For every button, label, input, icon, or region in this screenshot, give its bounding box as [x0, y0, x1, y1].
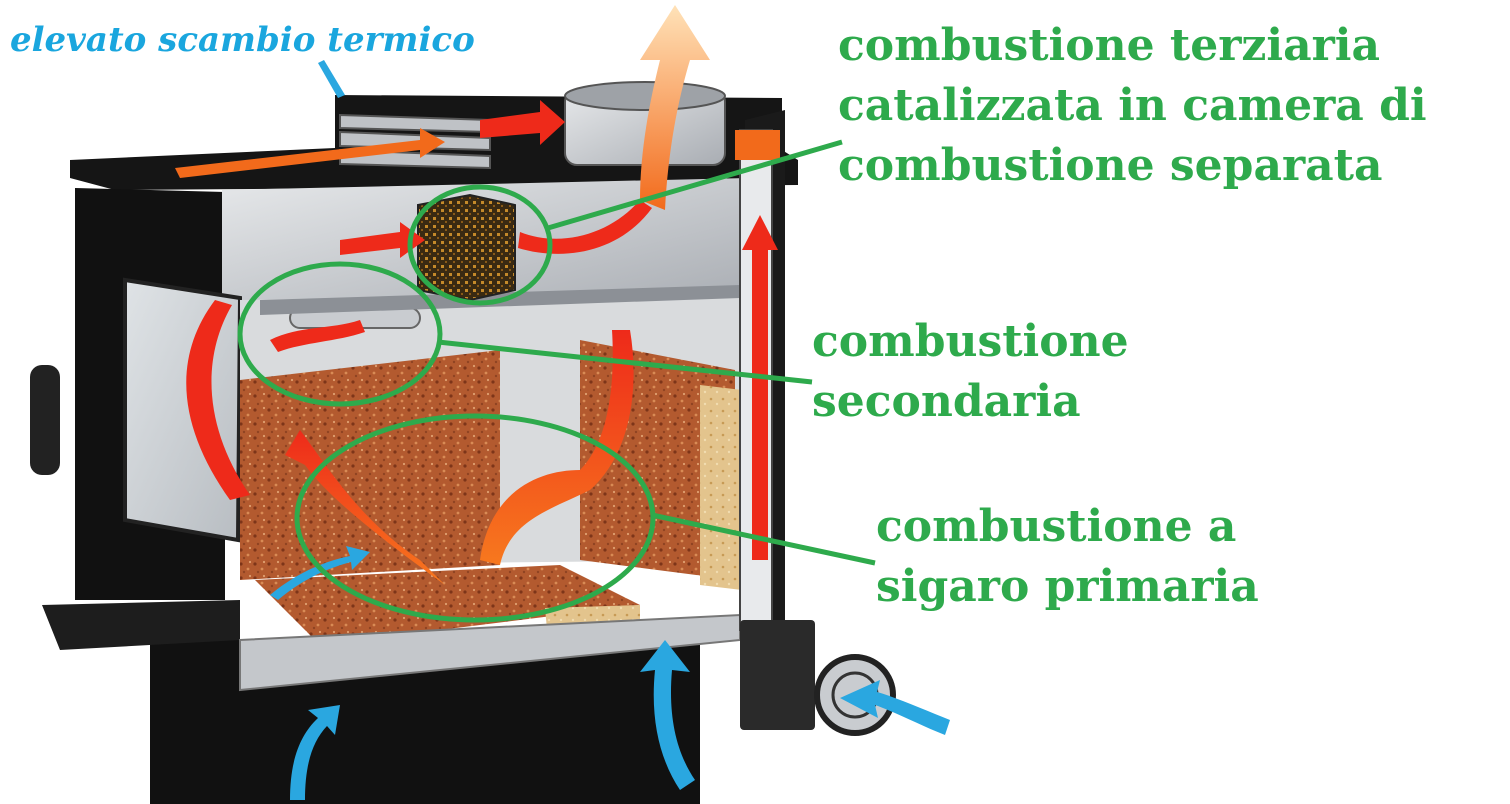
rear-flame-up — [742, 215, 778, 560]
insulation-panel — [700, 385, 742, 590]
label-tertiary-combustion: combustione terziaria catalizzata in cam… — [838, 16, 1427, 196]
cold-air-flows — [270, 60, 950, 800]
ash-lip — [42, 600, 240, 650]
label-heat-exchange-text: elevato scambio termico — [10, 20, 475, 60]
hearth-floor — [255, 565, 640, 645]
callout-leader-tertiary — [547, 139, 843, 231]
flue-collar-top — [564, 81, 726, 111]
air-inlet-damper — [840, 680, 950, 735]
label-secondary-line1: combustione — [812, 316, 1129, 367]
heat-exchange-flow — [480, 100, 565, 145]
label-primary-line2: sigaro primaria — [876, 561, 1259, 612]
hot-gas-flows — [175, 5, 780, 585]
firebrick-left — [240, 350, 500, 580]
rear-flame-top — [735, 130, 780, 160]
label-tertiary-line1: combustione terziaria — [838, 20, 1381, 71]
air-intake-housing — [740, 620, 815, 730]
side-flame-left — [186, 300, 250, 500]
secondary-flame — [270, 320, 365, 352]
primary-air-jet — [270, 546, 370, 600]
primary-flame-right — [480, 330, 634, 565]
callout-ellipse-tertiary — [407, 184, 553, 306]
callout-leader-primary — [651, 512, 876, 566]
callout-ellipse-secondary — [237, 261, 443, 407]
catalytic-converter — [417, 193, 516, 302]
callouts — [237, 139, 876, 623]
label-heat-exchange: elevato scambio termico — [10, 18, 475, 62]
callout-leader-secondary — [437, 339, 813, 385]
callout-ellipse-primary — [294, 413, 656, 623]
heat-exchange-pointer — [318, 60, 345, 98]
primary-flame-left — [285, 430, 445, 585]
door-handle — [30, 365, 60, 475]
label-secondary-line2: secondaria — [812, 376, 1081, 427]
label-tertiary-line2: catalizzata in camera di — [838, 80, 1427, 131]
label-secondary-combustion: combustione secondaria — [812, 312, 1129, 432]
label-primary-combustion: combustione a sigaro primaria — [876, 497, 1259, 617]
label-tertiary-line3: combustione separata — [838, 140, 1383, 191]
air-inlet-bottom-right — [640, 640, 695, 790]
chimney-exhaust — [640, 5, 710, 210]
air-inlet-bottom-left — [290, 705, 340, 800]
catalytic-flow-in — [340, 222, 425, 258]
label-primary-line1: combustione a — [876, 501, 1237, 552]
warm-air-out — [175, 128, 445, 178]
